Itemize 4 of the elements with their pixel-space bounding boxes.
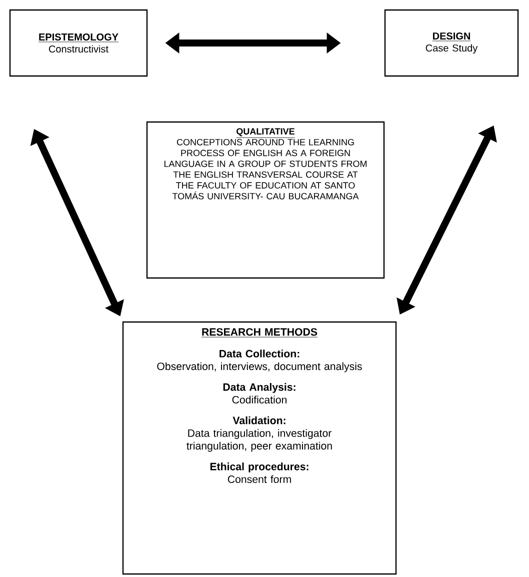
- text-box: DESIGN Case Study: [384, 9, 519, 77]
- text-box: EPISTEMOLOGY Constructivist: [9, 9, 148, 77]
- text-box: RESEARCH METHODS Data Collection: Observation, interviews, document analysis Data Analysis: Codification Validation: Data triangulation, investigator triangulation, peer examination Ethical procedures: Consent form: [122, 321, 397, 575]
- text-box: QUALITATIVE CONCEPTIONS AROUND THE LEARNING PROCESS OF ENGLISH AS A FOREIGN LANGUAGE IN A GROUP OF STUDENTS FROM THE ENGLISH TRANSVERSAL COURSE AT THE FACULTY OF EDUCATION AT SANTO TOMÁS UNIVERSITY- CAU BUCARAMANGA: [146, 121, 385, 279]
